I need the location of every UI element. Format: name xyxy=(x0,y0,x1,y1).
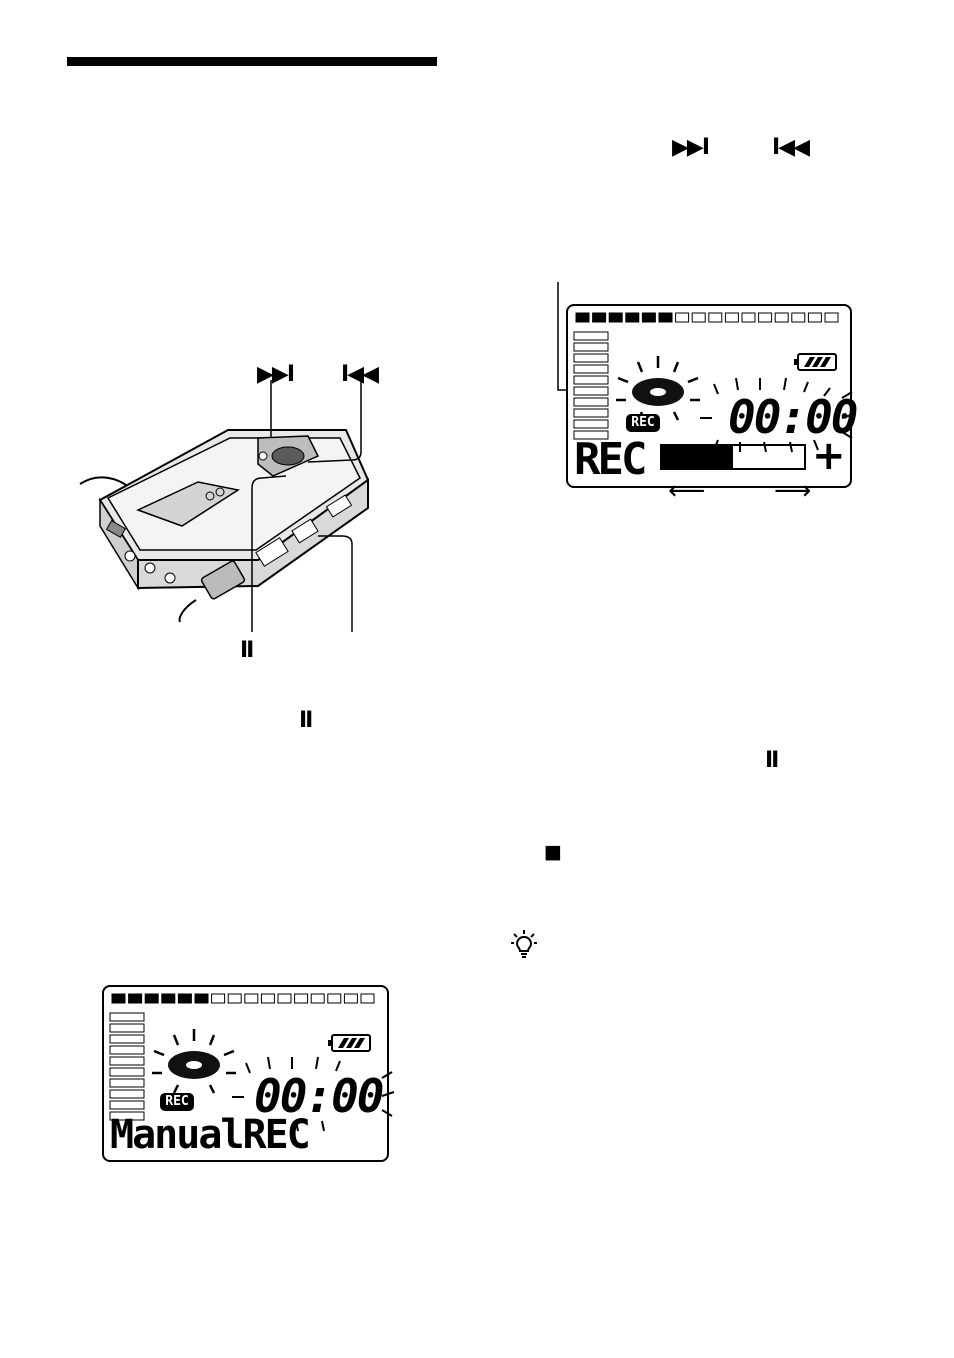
disc-spin-icon xyxy=(616,356,700,421)
hint-bulb-icon xyxy=(511,929,537,959)
device-pause-label: II xyxy=(240,638,254,663)
level-segment xyxy=(260,993,275,1004)
arrow-left: ⟵ xyxy=(668,476,706,506)
level-segment xyxy=(608,312,623,323)
level-segment xyxy=(575,312,590,323)
level-segment xyxy=(111,993,126,1004)
lcd-manual-counter: 00:00 xyxy=(254,1069,384,1123)
counter-blink-ticks xyxy=(232,1056,341,1132)
level-segment xyxy=(177,993,192,1004)
level-segment xyxy=(360,993,375,1004)
level-segment xyxy=(294,993,309,1004)
level-segment xyxy=(807,312,822,323)
level-segment xyxy=(327,993,342,1004)
battery-icon xyxy=(794,353,837,371)
disc-spin-icon xyxy=(152,1029,236,1094)
rec-badge: REC xyxy=(626,414,660,432)
level-segment xyxy=(625,312,640,323)
lcd-manual-frame: REC 00:00 ManualREC xyxy=(102,985,389,1162)
lcd-manual-text: ManualREC xyxy=(110,1112,311,1158)
battery-icon xyxy=(328,1034,371,1052)
level-segment xyxy=(144,993,159,1004)
lcd-level-segment-meter xyxy=(575,312,839,323)
lcd-manual-segment-meter xyxy=(111,993,375,1004)
lcd-level-rec-text: REC xyxy=(574,434,648,485)
lcd-manual-outer-ticks xyxy=(381,1071,395,1117)
level-segment xyxy=(310,993,325,1004)
level-segment xyxy=(128,993,143,1004)
lcd-level-side-bars xyxy=(573,331,609,440)
arrow-right: ⟶ xyxy=(774,476,812,506)
level-segment xyxy=(675,312,690,323)
level-segment xyxy=(592,312,607,323)
level-segment xyxy=(227,993,242,1004)
level-segment xyxy=(774,312,789,323)
lcd-level-counter: 00:00 xyxy=(728,390,858,444)
section-heading-rule xyxy=(67,57,437,66)
level-segment xyxy=(161,993,176,1004)
level-segment xyxy=(277,993,292,1004)
device-prev-label: I◀◀ xyxy=(341,362,379,387)
recorder-illustration xyxy=(78,360,388,660)
recorder-drawing xyxy=(79,380,370,632)
prev-track-symbol: I◀◀ xyxy=(772,135,810,160)
level-plus-sign: + xyxy=(812,433,846,479)
level-segment xyxy=(824,312,839,323)
right-pause-symbol: II xyxy=(765,748,779,773)
rec-level-bar-fill xyxy=(662,446,733,468)
level-segment xyxy=(708,312,723,323)
level-segment xyxy=(791,312,806,323)
lcd-level-outer-ticks xyxy=(841,391,855,439)
lcd-manual-side-bars xyxy=(109,1012,145,1121)
level-segment xyxy=(724,312,739,323)
level-segment xyxy=(658,312,673,323)
level-segment xyxy=(211,993,226,1004)
device-next-label: ▶▶I xyxy=(257,362,295,387)
rec-badge: REC xyxy=(160,1093,194,1111)
inline-pause-symbol: II xyxy=(299,708,313,733)
lcd-level-panel: REC 00:00 REC + xyxy=(552,282,858,502)
stop-symbol: ■ xyxy=(544,841,562,863)
lcd-level-frame: REC 00:00 REC + xyxy=(566,304,858,488)
level-segment xyxy=(343,993,358,1004)
level-segment xyxy=(758,312,773,323)
level-segment xyxy=(741,312,756,323)
level-segment xyxy=(691,312,706,323)
next-track-symbol: ▶▶I xyxy=(672,135,710,160)
level-segment xyxy=(641,312,656,323)
level-segment xyxy=(194,993,209,1004)
level-segment xyxy=(244,993,259,1004)
rec-level-bar[interactable] xyxy=(660,444,806,470)
